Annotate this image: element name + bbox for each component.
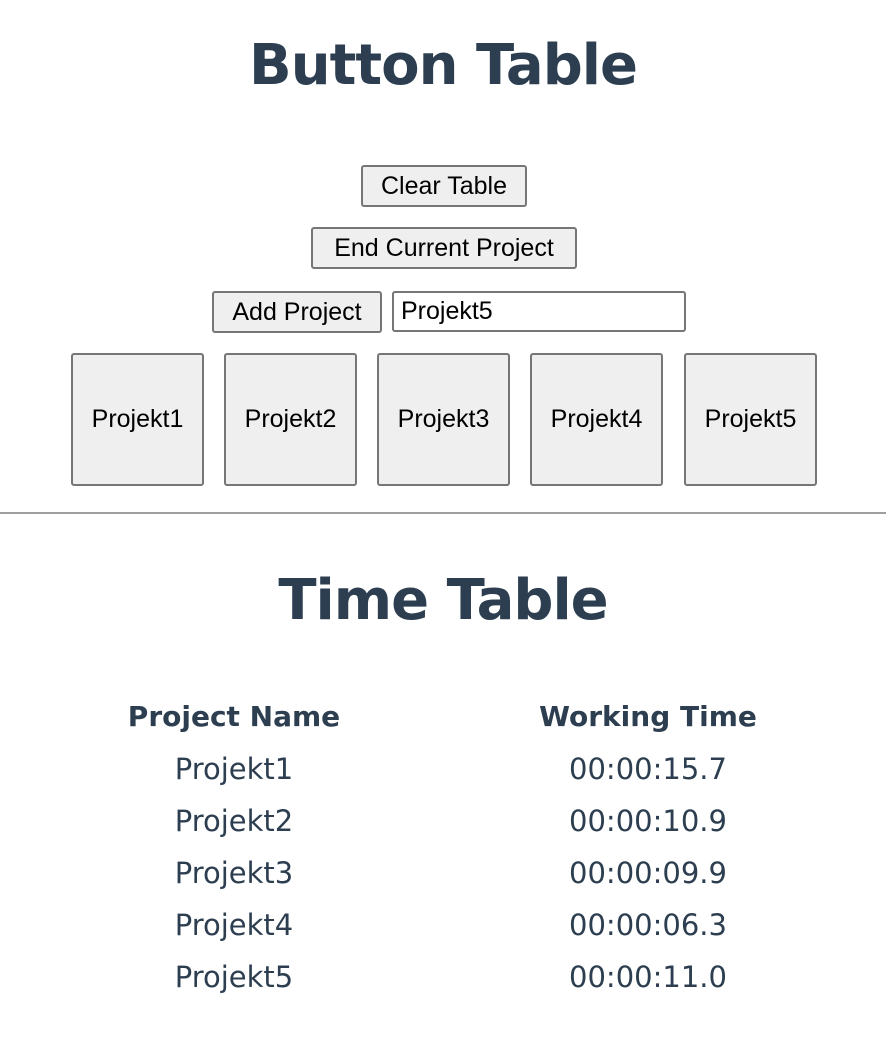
time-table-title: Time Table — [278, 568, 608, 633]
row-working-time: 00:00:06.3 — [569, 908, 727, 942]
row-working-time: 00:00:15.7 — [569, 752, 727, 786]
row-working-time: 00:00:09.9 — [569, 856, 727, 890]
end-current-project-button[interactable]: End Current Project — [311, 227, 577, 269]
row-project-name: Projekt4 — [174, 908, 294, 942]
header-working-time: Working Time — [539, 700, 757, 733]
project-button-3[interactable]: Projekt3 — [377, 353, 510, 486]
row-working-time: 00:00:10.9 — [569, 804, 727, 838]
clear-table-button[interactable]: Clear Table — [361, 165, 527, 207]
row-project-name: Projekt3 — [174, 856, 294, 890]
section-divider — [0, 512, 886, 514]
project-button-4[interactable]: Projekt4 — [530, 353, 663, 486]
project-button-2[interactable]: Projekt2 — [224, 353, 357, 486]
row-project-name: Projekt5 — [174, 960, 294, 994]
project-button-1[interactable]: Projekt1 — [71, 353, 204, 486]
header-project-name: Project Name — [127, 700, 341, 733]
row-project-name: Projekt2 — [174, 804, 294, 838]
add-project-button[interactable]: Add Project — [212, 291, 382, 333]
project-button-5[interactable]: Projekt5 — [684, 353, 817, 486]
project-name-input[interactable] — [392, 291, 686, 332]
button-table-title: Button Table — [249, 33, 638, 98]
row-project-name: Projekt1 — [174, 752, 294, 786]
row-working-time: 00:00:11.0 — [569, 960, 727, 994]
